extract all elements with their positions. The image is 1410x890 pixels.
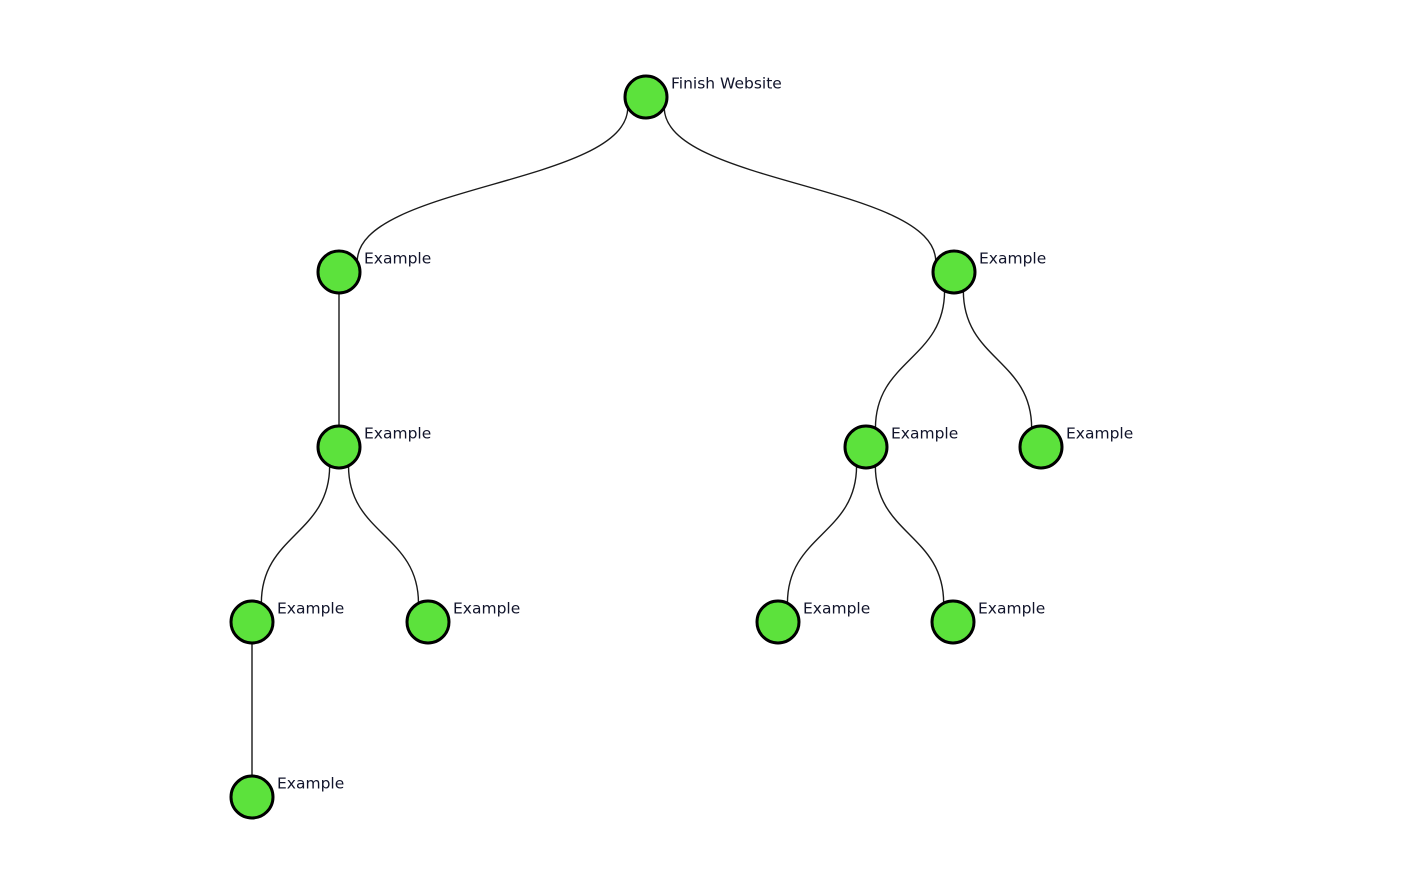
tree-node[interactable]: Example xyxy=(316,249,431,295)
tree-node[interactable]: Example xyxy=(405,599,520,645)
tree-node[interactable]: Example xyxy=(843,424,958,470)
tree-node-label: Example xyxy=(1066,425,1133,443)
tree-edge xyxy=(962,290,1033,429)
tree-node-label: Example xyxy=(277,775,344,793)
tree-node-label: Example xyxy=(979,250,1046,268)
tree-node-label: Example xyxy=(277,600,344,618)
tree-node[interactable]: Example xyxy=(930,599,1045,645)
tree-edge xyxy=(874,465,945,604)
tree-node-label: Example xyxy=(364,425,431,443)
tree-node-label: Example xyxy=(364,250,431,268)
tree-edge xyxy=(663,106,937,263)
tree-node-circle[interactable] xyxy=(316,249,362,295)
tree-edge xyxy=(786,465,858,604)
tree-node-circle[interactable] xyxy=(229,774,275,820)
tree-node[interactable]: Example xyxy=(1018,424,1133,470)
tree-node[interactable]: Example xyxy=(229,599,344,645)
tree-node-circle[interactable] xyxy=(755,599,801,645)
tree-node[interactable]: Example xyxy=(316,424,431,470)
tree-node-circle[interactable] xyxy=(623,74,669,120)
tree-edge xyxy=(347,465,420,604)
tree-node-circle[interactable] xyxy=(931,249,977,295)
tree-node-label: Example xyxy=(453,600,520,618)
tree-node-circle[interactable] xyxy=(1018,424,1064,470)
tree-node-label: Example xyxy=(978,600,1045,618)
tree-node[interactable]: Finish Website xyxy=(623,74,782,120)
tree-node-label: Example xyxy=(891,425,958,443)
tree-node[interactable]: Example xyxy=(755,599,870,645)
tree-node-circle[interactable] xyxy=(316,424,362,470)
tree-node-circle[interactable] xyxy=(229,599,275,645)
tree-node[interactable]: Example xyxy=(931,249,1046,295)
tree-node-circle[interactable] xyxy=(930,599,976,645)
tree-edge xyxy=(874,290,946,429)
edges-layer xyxy=(251,106,1033,777)
tree-node-circle[interactable] xyxy=(405,599,451,645)
tree-node-label: Example xyxy=(803,600,870,618)
tree-node[interactable]: Example xyxy=(229,774,344,820)
tree-node-circle[interactable] xyxy=(843,424,889,470)
tree-edge xyxy=(260,465,331,604)
tree-node-label: Finish Website xyxy=(671,75,782,93)
tree-edge xyxy=(356,106,629,263)
